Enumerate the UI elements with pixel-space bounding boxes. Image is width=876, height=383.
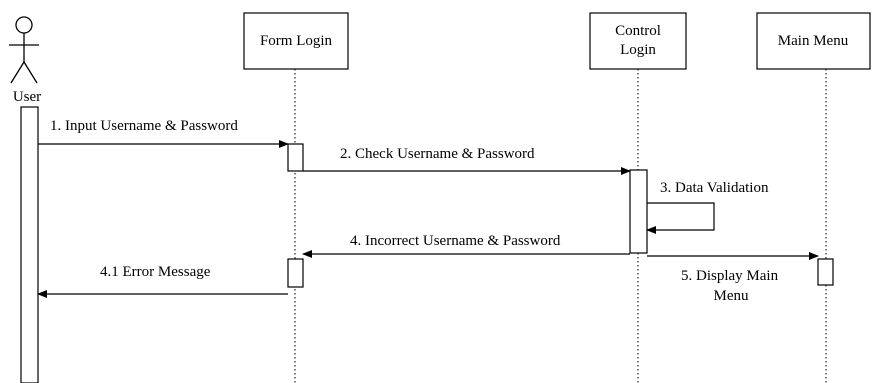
message-5-label-line1: 5. Display Main: [681, 268, 779, 284]
main-menu-participant: Main Menu: [756, 12, 871, 70]
message-3-label: 3. Data Validation: [660, 180, 769, 196]
form-login-box: [243, 12, 349, 70]
user-label: User: [13, 89, 41, 105]
message-4-1-label: 4.1 Error Message: [100, 264, 211, 280]
form-login-participant: Form Login: [243, 12, 349, 70]
message-3-arrow: [646, 202, 715, 234]
message-5: 5. Display Main Menu: [647, 252, 819, 304]
message-3: 3. Data Validation: [646, 180, 769, 234]
form-login-label: Form Login: [260, 33, 333, 49]
control-login-label-line2: Login: [620, 42, 656, 58]
actor-head-icon: [15, 16, 33, 34]
user-actor: User: [9, 16, 41, 105]
message-1: 1. Input Username & Password: [38, 118, 289, 148]
control-login-label-line1: Control: [615, 23, 661, 39]
message-4-1: 4.1 Error Message: [37, 264, 288, 298]
control-login-box: [589, 12, 687, 70]
message-2: 2. Check Username & Password: [303, 146, 631, 175]
message-4: 4. Incorrect Username & Password: [302, 233, 630, 258]
main-menu-label: Main Menu: [778, 33, 849, 49]
message-1-label: 1. Input Username & Password: [50, 118, 238, 134]
message-4-label: 4. Incorrect Username & Password: [350, 233, 561, 249]
control-login-activation: [629, 169, 648, 254]
user-activation: [20, 106, 39, 383]
main-menu-box: [756, 12, 871, 70]
form-login-activation-2: [287, 258, 304, 288]
form-login-activation-1: [287, 143, 304, 172]
message-5-label-line2: Menu: [714, 288, 749, 304]
message-2-label: 2. Check Username & Password: [340, 146, 535, 162]
control-login-participant: Control Login: [589, 12, 687, 70]
main-menu-activation: [817, 258, 834, 286]
